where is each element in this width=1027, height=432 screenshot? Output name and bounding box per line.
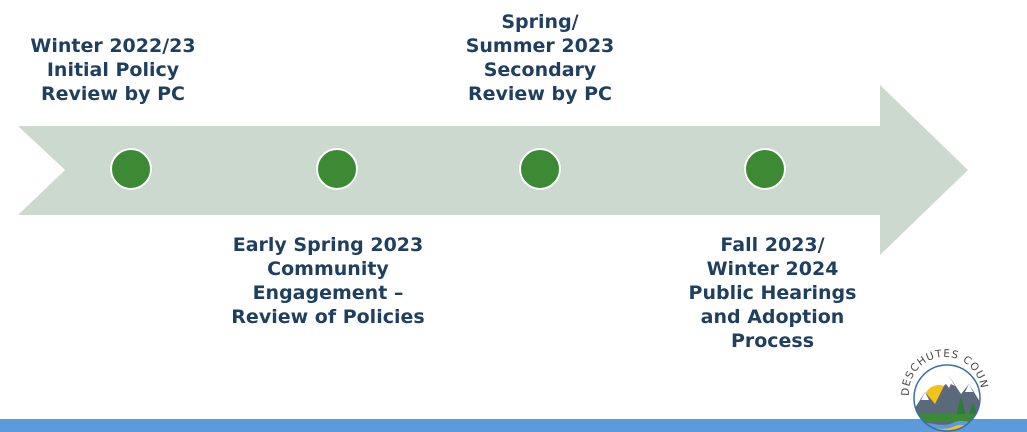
milestone-4-line-5: Process [730, 330, 815, 352]
milestone-1-line-2: Initial Policy [46, 59, 180, 81]
milestone-dot-2 [316, 148, 358, 190]
footer-bar [0, 419, 1027, 432]
milestone-dot-3 [519, 148, 561, 190]
deschutes-county-logo-icon: DESCHUTES COUNTY [895, 334, 989, 432]
milestone-3-line-2: Summer 2023 [465, 35, 615, 57]
milestone-4-line-4: and Adoption [700, 306, 845, 328]
milestone-label-1: Winter 2022/23 Initial Policy Review by … [23, 34, 203, 106]
milestone-4-line-1: Fall 2023/ [720, 234, 825, 256]
milestone-label-2: Early Spring 2023 Community Engagement –… [228, 233, 428, 329]
timeline-arrow-shape [18, 85, 968, 255]
milestone-dot-4 [744, 148, 786, 190]
milestone-label-3: Spring/ Summer 2023 Secondary Review by … [460, 10, 620, 106]
milestone-4-line-2: Winter 2024 [706, 258, 839, 280]
milestone-3-line-3: Secondary [483, 59, 597, 81]
milestone-2-line-1: Early Spring 2023 [232, 234, 424, 256]
milestone-1-line-1: Winter 2022/23 [30, 35, 196, 57]
milestone-2-line-3: Engagement – [252, 282, 404, 304]
milestone-2-line-4: Review of Policies [231, 306, 425, 328]
milestone-dot-1 [110, 148, 152, 190]
milestone-3-line-1: Spring/ [501, 11, 579, 33]
milestone-label-4: Fall 2023/ Winter 2024 Public Hearings a… [680, 233, 865, 353]
milestone-1-line-3: Review by PC [41, 83, 185, 105]
milestone-3-line-4: Review by PC [468, 83, 612, 105]
milestone-4-line-3: Public Hearings [688, 282, 857, 304]
milestone-2-line-2: Community [267, 258, 389, 280]
